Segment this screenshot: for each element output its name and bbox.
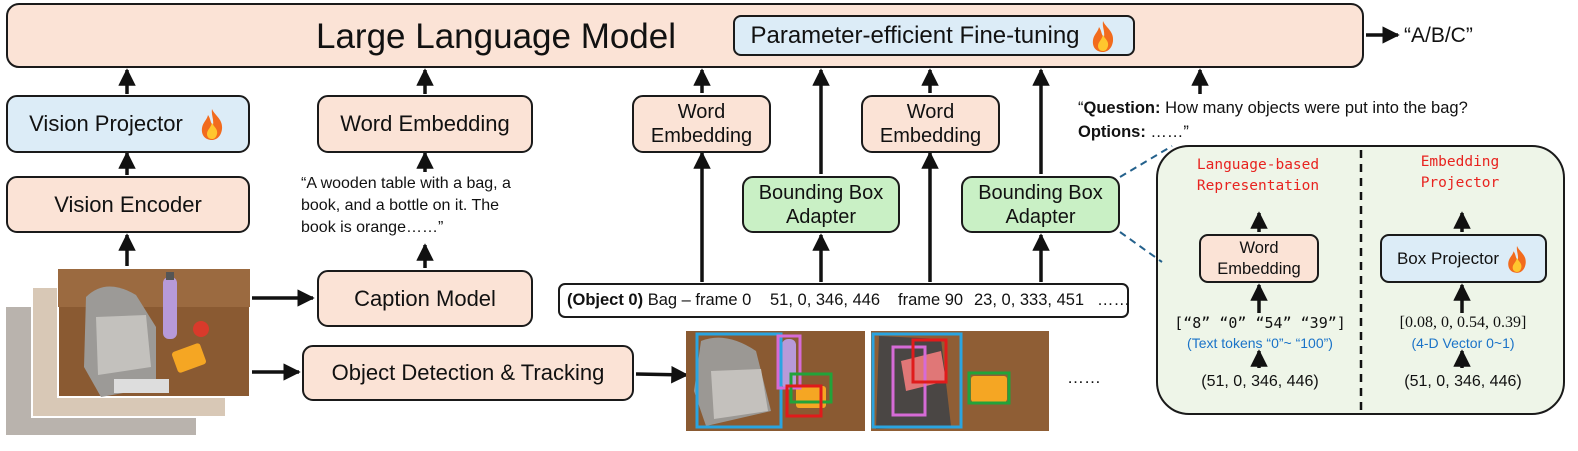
word-embedding-3-line-2: Embedding (879, 125, 982, 147)
question-open-quote: “ (1078, 99, 1084, 117)
vision-projector-box: Vision Projector (6, 95, 250, 153)
frames-ellipsis: …… (1067, 368, 1101, 387)
bbox-adapter-2-line-2: Adapter (1005, 205, 1076, 228)
inset-right-input: (51, 0, 346, 446) (1404, 373, 1522, 390)
bbox-adapter-1-line-1: Bounding Box (758, 181, 884, 204)
fire-icon (1092, 20, 1113, 52)
object-sequence-bar: (Object 0) Bag – frame 0 51, 0, 346, 446… (558, 283, 1130, 318)
inset-left-title: Language-based Representation (1172, 155, 1344, 197)
object-detection-box: Object Detection & Tracking (302, 345, 634, 401)
word-embedding-box-2: Word Embedding (632, 95, 771, 153)
caption-line-2: book, and a bottle on it. The (301, 197, 500, 214)
word-embedding-2-line-2: Embedding (650, 125, 753, 147)
bbox-adapter-2-line-1: Bounding Box (978, 181, 1103, 204)
seq-object-label: (Object 0) (567, 291, 644, 309)
inset-box-projector-box: Box Projector (1380, 234, 1547, 283)
input-frames-image (6, 268, 251, 435)
tracked-frame-2 (871, 331, 1049, 431)
inset-right-note: (4-D Vector 0~1) (1411, 335, 1515, 351)
inset-left-note: (Text tokens “0”~ “100”) (1187, 335, 1333, 351)
bbox-adapter-1-line-2: Adapter (785, 205, 857, 228)
word-embedding-label: Word Embedding (340, 111, 510, 136)
caption-model-label: Caption Model (354, 285, 496, 311)
seq-coords-1: 51, 0, 346, 446 (770, 291, 881, 309)
inset-word-embedding-line-1: Word (1239, 238, 1279, 257)
question-body: How many objects were put into the bag? (1160, 99, 1468, 117)
options-body: ……” (1145, 123, 1189, 141)
question-label: Question: (1083, 99, 1161, 117)
word-embedding-box: Word Embedding (317, 95, 533, 153)
inset-right-vector: [0.08, 0, 0.54, 0.39] (1399, 314, 1527, 331)
bbox-adapter-box-1: Bounding Box Adapter (742, 176, 900, 233)
inset-word-embedding-line-2: Embedding (1217, 259, 1301, 278)
inset-right-title-line-2: Projector (1420, 175, 1500, 191)
inset-right-title: Embedding Projector (1390, 152, 1530, 194)
options-label: Options: (1078, 123, 1146, 141)
inset-connector-top (1119, 145, 1173, 178)
vision-projector-label: Vision Projector (29, 111, 183, 136)
inset-left-tokens: [“8” “0” “54” “39”] (1174, 314, 1346, 332)
peft-label: Parameter-efficient Fine-tuning (750, 21, 1080, 49)
peft-box: Parameter-efficient Fine-tuning (733, 15, 1135, 56)
seq-object-name: Bag – frame 0 (643, 291, 752, 309)
word-embedding-2-line-1: Word (677, 101, 726, 123)
question-text: “Question: How many objects were put int… (1078, 96, 1468, 144)
seq-frame-label: frame 90 (898, 291, 964, 309)
seq-ellipsis: …… (1097, 291, 1130, 309)
seq-coords-2: 23, 0, 333, 451 (974, 291, 1085, 309)
input-video-frames (6, 267, 251, 437)
inset-connector-bottom (1119, 231, 1163, 263)
output-label: “A/B/C” (1404, 24, 1473, 47)
llm-title: Large Language Model (316, 17, 677, 56)
object-detection-label: Object Detection & Tracking (331, 360, 605, 385)
inset-left-title-line-1: Language-based (1196, 157, 1320, 173)
tracked-frame-1 (686, 331, 865, 431)
word-embedding-box-3: Word Embedding (861, 95, 1000, 153)
inset-left-input: (51, 0, 346, 446) (1201, 373, 1319, 390)
inset-left-title-line-2: Representation (1196, 178, 1320, 194)
arrow-detection-to-frames (635, 365, 689, 384)
vision-encoder-box: Vision Encoder (6, 176, 250, 233)
vision-encoder-label: Vision Encoder (54, 191, 202, 217)
fire-icon (201, 109, 222, 140)
inset-word-embedding-box: Word Embedding (1199, 234, 1319, 283)
inset-box-projector-label: Box Projector (1396, 248, 1500, 268)
word-embedding-3-line-1: Word (906, 101, 955, 123)
caption-line-3: book is orange……” (301, 219, 444, 236)
bbox-adapter-box-2: Bounding Box Adapter (961, 176, 1120, 233)
fire-icon (1508, 245, 1526, 273)
llm-box: Large Language Model (6, 3, 1364, 68)
inset-right-title-line-1: Embedding (1420, 154, 1500, 170)
caption-text: “A wooden table with a bag, a book, and … (301, 173, 511, 239)
caption-line-1: “A wooden table with a bag, a (301, 175, 511, 192)
caption-model-box: Caption Model (317, 270, 533, 327)
